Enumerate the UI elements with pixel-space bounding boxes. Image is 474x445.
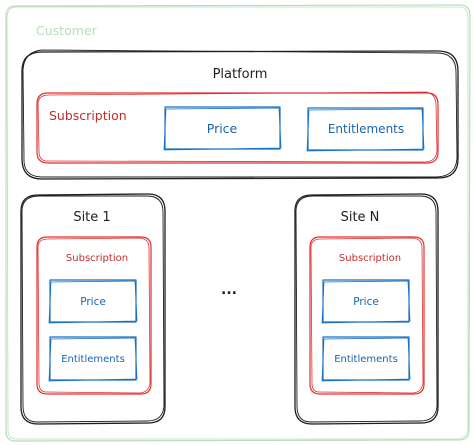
- site-1-subscription-label: Subscription: [66, 253, 128, 264]
- platform-subscription-label: Subscription: [49, 108, 127, 123]
- platform-entitlements-label: Entitlements: [328, 122, 404, 136]
- site-n-price-label: Price: [353, 296, 379, 308]
- site-1-entitlements-label: Entitlements: [61, 354, 125, 365]
- site-1-entitlements-box: Entitlements: [48, 336, 138, 382]
- ellipsis: ...: [221, 282, 237, 298]
- site-1-box: Site 1 Subscription Price Entitlements: [20, 193, 166, 425]
- site-n-entitlements-box: Entitlements: [321, 336, 411, 382]
- platform-label: Platform: [213, 67, 268, 82]
- site-1-price-label: Price: [80, 296, 106, 308]
- platform-box: Platform Subscription Price Entitlements: [21, 49, 459, 180]
- customer-container: Customer: [5, 4, 471, 442]
- platform-price-box: Price: [163, 106, 282, 151]
- platform-price-label: Price: [207, 121, 238, 136]
- site-n-box: Site N Subscription Price Entitlements: [294, 193, 439, 425]
- platform-subscription-box: Subscription Price Entitlements: [36, 91, 439, 164]
- customer-label: Customer: [36, 23, 98, 38]
- site-1-label: Site 1: [73, 210, 110, 225]
- site-n-price-box: Price: [321, 279, 411, 324]
- site-n-label: Site N: [341, 210, 380, 225]
- site-1-subscription-box: Subscription Price Entitlements: [36, 236, 152, 395]
- site-n-entitlements-label: Entitlements: [334, 354, 398, 365]
- platform-entitlements-box: Entitlements: [306, 107, 425, 152]
- site-1-price-box: Price: [48, 279, 138, 324]
- site-n-subscription-label: Subscription: [339, 253, 401, 264]
- site-n-subscription-box: Subscription Price Entitlements: [309, 236, 425, 395]
